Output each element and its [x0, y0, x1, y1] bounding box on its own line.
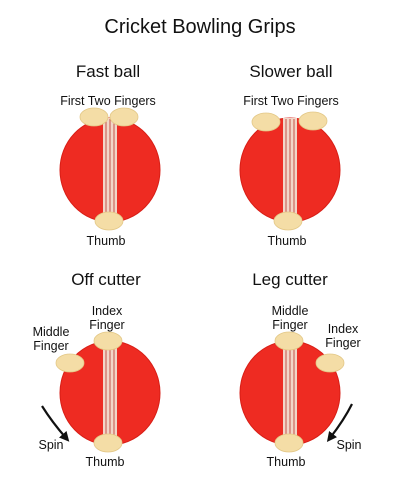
finger-label-top: First Two Fingers	[60, 94, 156, 108]
middle-finger-pad	[55, 353, 85, 373]
grip-leg-cutter: Leg cutter Middle Finger Index Finger Sp…	[239, 270, 362, 469]
thumb-pad	[93, 433, 123, 453]
ball-seam	[103, 341, 117, 445]
thumb-label: Thumb	[87, 234, 126, 248]
spin-label: Spin	[336, 438, 361, 452]
index-finger-label: Index	[328, 322, 359, 336]
thumb-label: Thumb	[268, 234, 307, 248]
curved-arrow-down-icon	[326, 403, 353, 442]
ball-seam	[283, 118, 297, 222]
middle-finger-pad	[274, 331, 304, 351]
spin-label: Spin	[38, 438, 63, 452]
thumb-pad	[273, 211, 303, 231]
thumb-label: Thumb	[86, 455, 125, 469]
thumb-pad	[274, 433, 304, 453]
thumb-pad	[94, 211, 124, 231]
curved-arrow-down-icon	[41, 405, 70, 442]
middle-finger-label: Middle	[272, 304, 309, 318]
grip-title: Leg cutter	[252, 270, 328, 289]
finger-pad-second	[109, 107, 139, 127]
diagram-title: Cricket Bowling Grips	[104, 16, 295, 38]
grip-fast-ball: Fast ball First Two Fingers Thumb	[59, 62, 161, 248]
grip-title: Off cutter	[71, 270, 141, 289]
index-finger-pad	[93, 331, 123, 351]
index-finger-label: Index	[92, 304, 123, 318]
finger-label-top: First Two Fingers	[243, 94, 339, 108]
finger-pad-first	[79, 107, 109, 127]
middle-finger-label: Middle	[33, 325, 70, 339]
index-finger-label: Finger	[89, 318, 124, 332]
ball-seam	[283, 341, 297, 445]
thumb-label: Thumb	[267, 455, 306, 469]
middle-finger-label: Finger	[272, 318, 307, 332]
grip-slower-ball: Slower ball First Two Fingers Thumb	[239, 62, 341, 248]
index-finger-label: Finger	[325, 336, 360, 350]
finger-pad-second	[298, 111, 328, 131]
grip-off-cutter: Off cutter Index Finger Middle Finger Sp…	[33, 270, 161, 469]
index-finger-pad	[315, 353, 345, 373]
grip-title: Slower ball	[249, 62, 332, 81]
middle-finger-label: Finger	[33, 339, 68, 353]
grip-title: Fast ball	[76, 62, 140, 81]
ball-seam	[103, 118, 117, 222]
finger-pad-first	[251, 112, 281, 132]
